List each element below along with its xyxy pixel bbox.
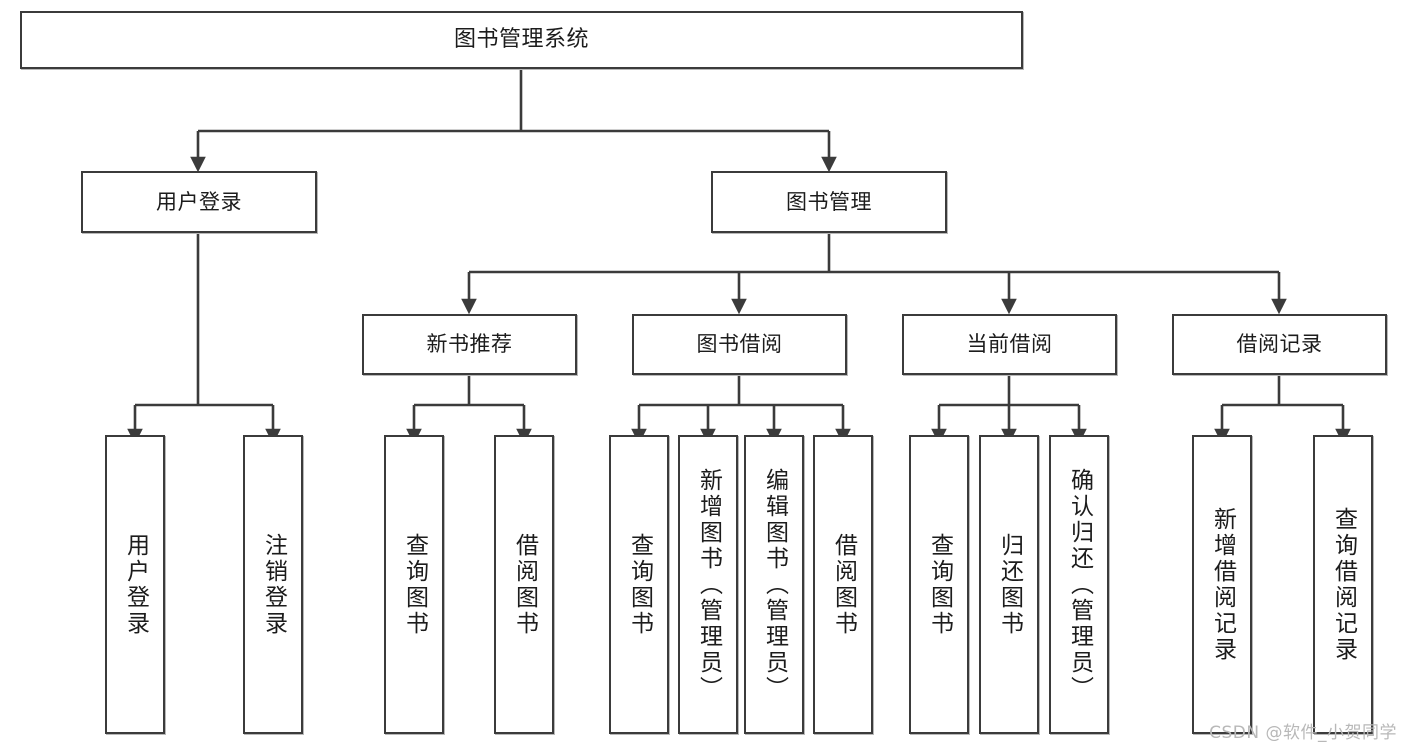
node-label: 借阅图书 [830,532,857,637]
leaf-recommend-borrow-book[interactable]: 借阅图书 [494,435,554,734]
node-label: 图书借阅 [696,332,783,357]
node-label: 注销登录 [260,532,287,637]
leaf-borrow-query-book[interactable]: 查询图书 [609,435,669,734]
node-label: 新增图书（管理员） [695,467,722,702]
node-label: 图书管理 [786,189,872,214]
leaf-record-query[interactable]: 查询借阅记录 [1313,435,1373,734]
leaf-record-add[interactable]: 新增借阅记录 [1192,435,1252,734]
leaf-current-return-book[interactable]: 归还图书 [979,435,1039,734]
node-label: 当前借阅 [966,332,1053,357]
node-label: 编辑图书（管理员） [761,467,788,702]
leaf-recommend-query-book[interactable]: 查询图书 [384,435,444,734]
node-label: 查询图书 [401,532,428,637]
node-label: 用户登录 [156,189,242,214]
node-label: 查询借阅记录 [1330,506,1357,663]
node-current-borrowing[interactable]: 当前借阅 [902,314,1117,375]
leaf-borrow-add-book-admin[interactable]: 新增图书（管理员） [678,435,738,734]
node-new-book-recommendation[interactable]: 新书推荐 [362,314,577,375]
node-book-management[interactable]: 图书管理 [711,171,947,233]
node-label: 查询图书 [926,532,953,637]
leaf-borrow-lend-book[interactable]: 借阅图书 [813,435,873,734]
node-label: 归还图书 [996,532,1023,637]
node-label: 查询图书 [626,532,653,637]
node-book-borrowing[interactable]: 图书借阅 [632,314,847,375]
node-label: 新增借阅记录 [1209,506,1236,663]
leaf-current-confirm-return-admin[interactable]: 确认归还（管理员） [1049,435,1109,734]
node-label: 新书推荐 [426,332,513,357]
node-label: 图书管理系统 [453,27,589,53]
node-borrowing-record[interactable]: 借阅记录 [1172,314,1387,375]
leaf-current-query-book[interactable]: 查询图书 [909,435,969,734]
leaf-user-login[interactable]: 用户登录 [105,435,165,734]
node-user-login[interactable]: 用户登录 [81,171,317,233]
watermark-text: CSDN @软件_小贺同学 [1209,723,1397,743]
node-root-book-management-system[interactable]: 图书管理系统 [20,11,1023,69]
node-label: 借阅图书 [511,532,538,637]
node-label: 用户登录 [122,532,149,637]
leaf-user-logout[interactable]: 注销登录 [243,435,303,734]
node-label: 确认归还（管理员） [1066,467,1093,702]
leaf-borrow-edit-book-admin[interactable]: 编辑图书（管理员） [744,435,804,734]
node-label: 借阅记录 [1236,332,1323,357]
